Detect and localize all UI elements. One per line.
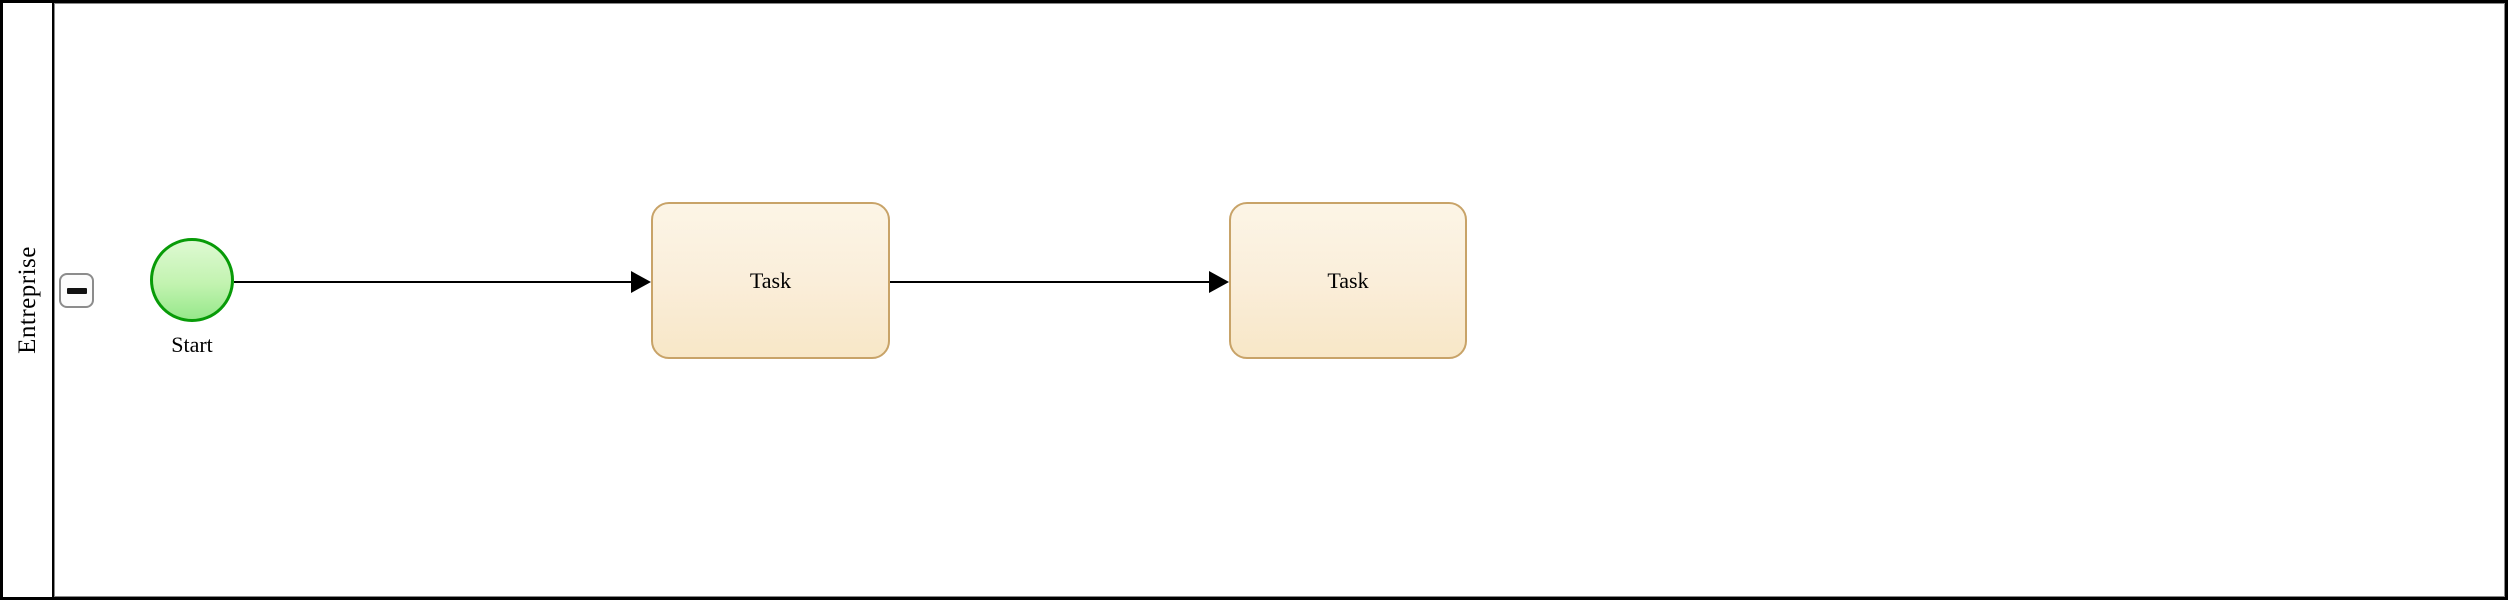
minus-icon [66, 287, 87, 294]
start-event-node[interactable] [150, 238, 234, 322]
task-label: Task [749, 267, 792, 293]
task-node-1[interactable]: Task [651, 202, 890, 359]
start-event-label: Start [171, 332, 213, 357]
pool-collapse-button[interactable] [59, 273, 94, 308]
pool-label: Entreprise [13, 246, 41, 354]
pool-label-band[interactable]: Entreprise [3, 3, 54, 597]
arrowhead-icon [1209, 271, 1229, 293]
task-label: Task [1327, 267, 1369, 293]
sequence-flow-1[interactable] [234, 281, 633, 283]
arrowhead-icon [631, 271, 651, 293]
sequence-flow-2[interactable] [890, 281, 1209, 283]
task-node-2[interactable]: Task [1229, 202, 1467, 359]
